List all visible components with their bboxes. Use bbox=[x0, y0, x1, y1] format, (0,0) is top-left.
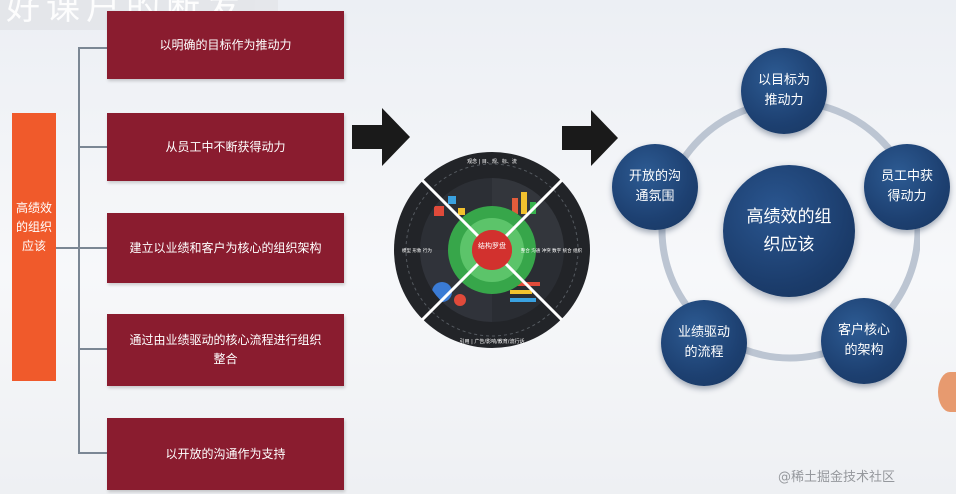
connector-branch-1 bbox=[78, 47, 107, 49]
connector-branch-4 bbox=[78, 348, 107, 350]
branch-box-4: 通过由业绩驱动的核心流程进行组织整合 bbox=[107, 314, 344, 386]
cycle-center-node: 高绩效的组织应该 bbox=[723, 165, 855, 297]
presenter-hand bbox=[938, 372, 956, 412]
main-topic-box: 高绩效的组织应该 bbox=[12, 113, 56, 381]
cycle-node-communication: 开放的沟通氛围 bbox=[612, 144, 698, 230]
branch-box-5: 以开放的沟通作为支持 bbox=[107, 418, 344, 490]
branch-label-4: 通过由业绩驱动的核心流程进行组织整合 bbox=[129, 333, 322, 366]
wheel-top-caption: 观念 | 目、规、标、流 bbox=[467, 158, 517, 165]
cycle-node-goals: 以目标为推动力 bbox=[741, 48, 827, 134]
wheel-guide-ring bbox=[405, 163, 579, 337]
svg-text:结构罗盘: 结构罗盘 bbox=[478, 241, 506, 250]
arrow-right-icon bbox=[562, 110, 618, 166]
connector-branch-2 bbox=[78, 146, 107, 148]
cycle-node-process: 业绩驱动的流程 bbox=[661, 300, 747, 386]
cycle-node-employees: 员工中获得动力 bbox=[864, 144, 950, 230]
connector-vertical-line bbox=[78, 47, 80, 454]
connector-main-line bbox=[56, 247, 78, 249]
arrow-right-icon bbox=[352, 108, 410, 166]
branch-box-2: 从员工中不断获得动力 bbox=[107, 113, 344, 181]
wheel-bottom-caption: 引用 | 广告/影响/教育/流行话 bbox=[460, 338, 525, 345]
wheel-left-caption: 模型 形象 行为 bbox=[402, 247, 432, 254]
cycle-center-label: 高绩效的组织应该 bbox=[746, 207, 832, 255]
branch-label-5: 以开放的沟通作为支持 bbox=[165, 446, 286, 461]
branch-box-1: 以明确的目标作为推动力 bbox=[107, 11, 344, 79]
branch-box-3: 建立以业绩和客户为核心的组织架构 bbox=[107, 213, 344, 283]
wheel-center-label: 结构罗盘 bbox=[478, 241, 506, 250]
branch-label-3: 建立以业绩和客户为核心的组织架构 bbox=[129, 240, 322, 255]
tree-connector bbox=[56, 47, 107, 454]
structure-compass-wheel: 结构罗盘 观念 | 目、规、标、流 引用 | 广告/影响/教育/流行话 模型 形… bbox=[394, 152, 590, 348]
wheel-right-caption: 整合 沟通 冲突 数字 统合 组织 bbox=[521, 247, 583, 254]
connector-branch-5 bbox=[78, 452, 107, 454]
watermark: @稀土掘金技术社区 bbox=[778, 470, 896, 485]
main-topic-label: 高绩效的组织应该 bbox=[15, 200, 52, 253]
branch-label-2: 从员工中不断获得动力 bbox=[165, 139, 286, 154]
cycle-node-customer: 客户核心的架构 bbox=[821, 298, 907, 384]
branch-label-1: 以明确的目标作为推动力 bbox=[159, 37, 292, 52]
connector-branch-3 bbox=[78, 247, 107, 249]
